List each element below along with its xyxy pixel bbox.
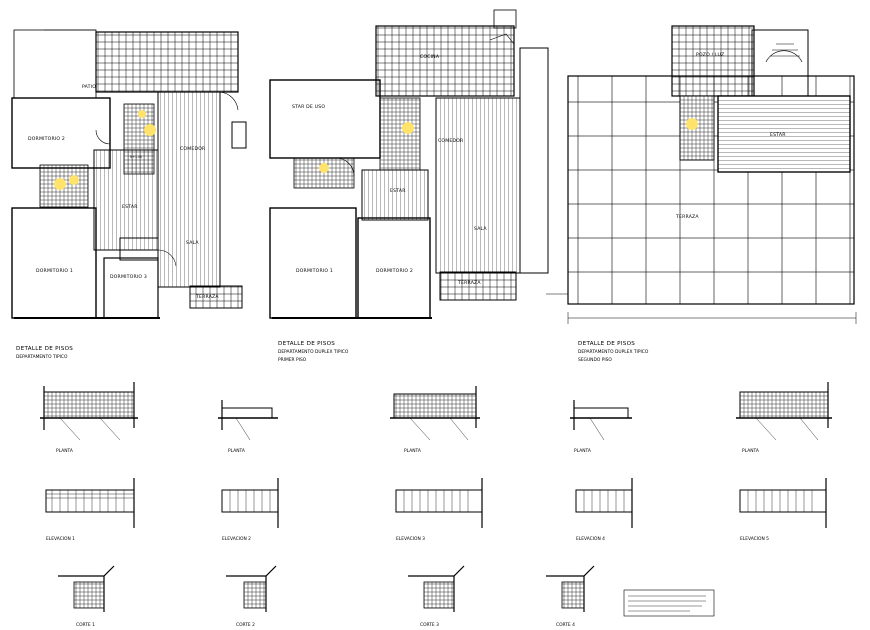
caption-corte-2: CORTE 2 xyxy=(236,622,255,628)
floor-plan-3 xyxy=(546,25,857,324)
detail-planta-4 xyxy=(570,400,632,441)
caption-corte-4: CORTE 4 xyxy=(556,622,575,628)
caption-planta-3: PLANTA xyxy=(404,448,421,454)
room-label-patio: PATIO xyxy=(82,84,96,90)
plan-1-fixtures xyxy=(54,110,156,190)
caption-planta-2: PLANTA xyxy=(228,448,245,454)
floor-plan-2 xyxy=(269,9,549,319)
detail-elevacion-3 xyxy=(395,478,483,528)
detail-elevacion-2 xyxy=(221,478,279,528)
room-label-dormitorio-2: DORMITORIO 2 xyxy=(376,268,413,274)
caption-planta-1: PLANTA xyxy=(56,448,73,454)
room-label-terraza: TERRAZA xyxy=(457,280,481,286)
plan-1-labels: PATIO DORMITORIO 2 COMEDOR ESTAR SALA DO… xyxy=(28,84,219,300)
detail-plantas-captions: PLANTA PLANTA PLANTA PLANTA PLANTA xyxy=(56,448,759,454)
room-label-dormitorio-1: DORMITORIO 1 xyxy=(36,268,73,274)
room-label-dormitorio-1: DORMITORIO 1 xyxy=(296,268,333,274)
subtitle-plan-2-floor: PRIMER PISO xyxy=(278,357,307,363)
room-label-comedor: COMEDOR xyxy=(180,146,206,152)
room-label-pozo: POZO / LUZ xyxy=(696,52,724,58)
room-label-cocina: COCINA xyxy=(420,54,440,60)
room-label-sala: SALA xyxy=(186,240,199,246)
caption-planta-4: PLANTA xyxy=(574,448,591,454)
caption-corte-1: CORTE 1 xyxy=(76,622,95,628)
detail-corte-4 xyxy=(546,565,595,612)
plan-2-labels: STAR DE USO COMEDOR COCINA ESTAR SALA DO… xyxy=(292,54,487,286)
room-label-comedor: COMEDOR xyxy=(438,138,464,144)
room-label-dormitorio-3: DORMITORIO 3 xyxy=(110,274,147,280)
room-label-dormitorio-2: DORMITORIO 2 xyxy=(28,136,65,142)
detail-elevaciones-captions: ELEVACION 1 ELEVACION 2 ELEVACION 3 ELEV… xyxy=(46,536,769,542)
room-label-estar-uso: STAR DE USO xyxy=(292,104,325,110)
level-mark: N+1.00 xyxy=(130,155,142,159)
caption-corte-3: CORTE 3 xyxy=(420,622,439,628)
detail-planta-5 xyxy=(736,382,832,441)
detail-plantas-row xyxy=(40,382,832,441)
title-plan-1: DETALLE DE PISOS xyxy=(16,346,73,352)
detail-corte-2 xyxy=(226,565,277,612)
caption-elevacion-5: ELEVACION 5 xyxy=(740,536,769,542)
title-plan-3: DETALLE DE PISOS xyxy=(578,341,635,347)
detail-elevaciones-row xyxy=(45,478,827,528)
caption-elevacion-2: ELEVACION 2 xyxy=(222,536,251,542)
plan-3-fixtures xyxy=(686,118,698,130)
room-label-estar: ESTAR xyxy=(770,132,786,138)
subtitle-plan-1: DEPARTAMENTO TIPICO xyxy=(16,354,68,360)
subtitle-plan-2: DEPARTAMENTO DUPLEX TIPICO xyxy=(278,349,349,355)
subtitle-plan-3-floor: SEGUNDO PISO xyxy=(578,357,612,363)
room-label-estar: ESTAR xyxy=(122,204,138,210)
notes-box xyxy=(623,589,715,617)
caption-planta-5: PLANTA xyxy=(742,448,759,454)
detail-elevacion-4 xyxy=(575,478,633,528)
room-label-estar: ESTAR xyxy=(390,188,406,194)
room-label-sala: SALA xyxy=(474,226,487,232)
subtitle-plan-3: DEPARTAMENTO DUPLEX TIPICO xyxy=(578,349,649,355)
detail-planta-3 xyxy=(390,386,480,441)
detail-elevacion-5 xyxy=(739,478,827,528)
room-label-terraza: TERRAZA xyxy=(675,214,699,220)
detail-cortes-captions: CORTE 1 CORTE 2 CORTE 3 CORTE 4 xyxy=(76,622,575,628)
detail-corte-1 xyxy=(58,565,115,612)
caption-elevacion-4: ELEVACION 4 xyxy=(576,536,605,542)
plan-3-labels: POZO / LUZ ESTAR TERRAZA xyxy=(675,52,786,220)
plan-2-fixtures xyxy=(319,122,414,173)
room-label-terraza: TERRAZA xyxy=(195,294,219,300)
section-titles: DETALLE DE PISOS DEPARTAMENTO TIPICO DET… xyxy=(16,341,649,363)
detail-corte-3 xyxy=(408,565,465,612)
detail-planta-1 xyxy=(40,382,138,441)
caption-elevacion-3: ELEVACION 3 xyxy=(396,536,425,542)
title-plan-2: DETALLE DE PISOS xyxy=(278,341,335,347)
caption-elevacion-1: ELEVACION 1 xyxy=(46,536,75,542)
detail-elevacion-1 xyxy=(45,478,135,528)
detail-cortes-row xyxy=(58,565,715,617)
detail-planta-2 xyxy=(218,400,278,441)
